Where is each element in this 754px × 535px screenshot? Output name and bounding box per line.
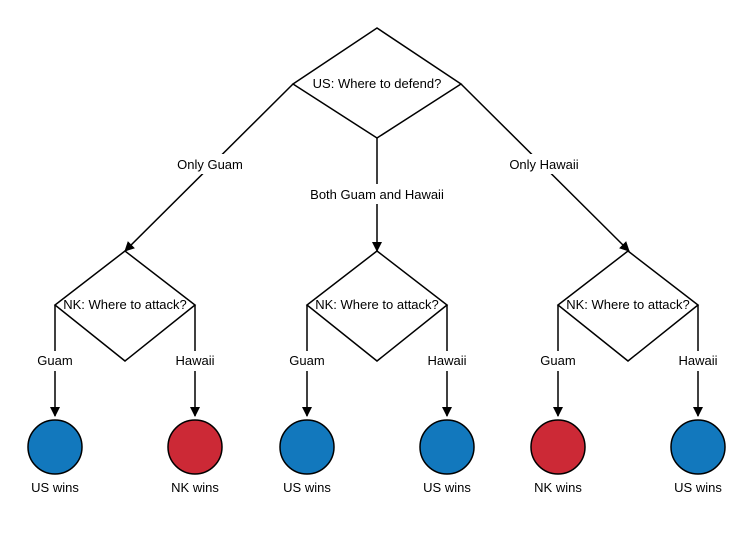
attack-diamond bbox=[556, 250, 700, 362]
attack-node-label: NK: Where to attack? bbox=[63, 297, 187, 312]
defense-edge-label: Both Guam and Hawaii bbox=[310, 187, 444, 202]
attack-edge-label: Guam bbox=[37, 353, 72, 368]
outcome-label: US wins bbox=[423, 480, 471, 495]
attack-edge-label: Guam bbox=[289, 353, 324, 368]
defense-edge-label: Only Hawaii bbox=[509, 157, 578, 172]
attack-edge-label: Hawaii bbox=[427, 353, 466, 368]
root-decision-node: US: Where to defend? bbox=[291, 27, 463, 139]
attack-diamond bbox=[305, 250, 449, 362]
outcome-label: NK wins bbox=[171, 480, 219, 495]
outcome-circle bbox=[27, 419, 83, 475]
attack-edge-labels: Guam Hawaii Guam Hawaii Guam Hawaii bbox=[35, 351, 720, 371]
attack-diamond bbox=[53, 250, 197, 362]
attack-node-label: NK: Where to attack? bbox=[566, 297, 690, 312]
defense-edge-labels: Only Guam Both Guam and Hawaii Only Hawa… bbox=[172, 154, 584, 204]
outcome-label: US wins bbox=[31, 480, 79, 495]
outcome-circle bbox=[670, 419, 726, 475]
root-diamond bbox=[291, 27, 463, 139]
outcome-circle bbox=[167, 419, 223, 475]
attack-decision-nodes: NK: Where to attack? NK: Where to attack… bbox=[53, 250, 700, 362]
defense-edge-label: Only Guam bbox=[177, 157, 243, 172]
attack-edge-label: Hawaii bbox=[678, 353, 717, 368]
attack-edge-label: Guam bbox=[540, 353, 575, 368]
root-label: US: Where to defend? bbox=[313, 76, 442, 91]
outcome-nodes: US wins NK wins US wins US wins NK wins … bbox=[27, 419, 726, 495]
attack-edge-label: Hawaii bbox=[175, 353, 214, 368]
outcome-circle bbox=[279, 419, 335, 475]
attack-node-label: NK: Where to attack? bbox=[315, 297, 439, 312]
outcome-label: US wins bbox=[674, 480, 722, 495]
outcome-circle bbox=[419, 419, 475, 475]
outcome-label: NK wins bbox=[534, 480, 582, 495]
outcome-label: US wins bbox=[283, 480, 331, 495]
outcome-circle bbox=[530, 419, 586, 475]
